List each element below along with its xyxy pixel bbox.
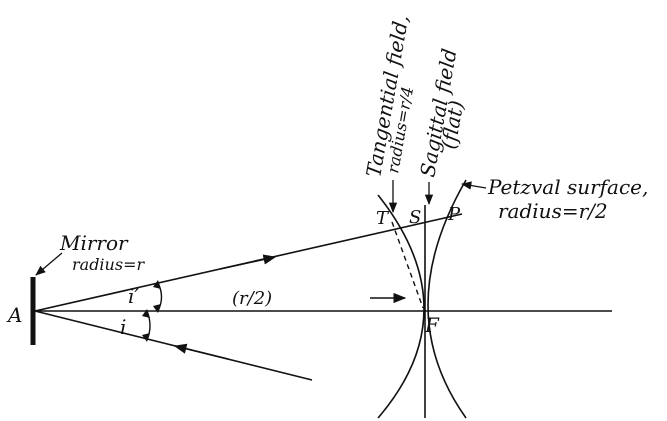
label-petzval-2: radius=r/2 bbox=[498, 199, 608, 223]
reflected-ray bbox=[34, 310, 313, 381]
label-p: P bbox=[447, 204, 461, 225]
incoming-ray-arrow bbox=[219, 254, 277, 270]
label-i-prime: i′ bbox=[128, 284, 139, 308]
t-to-f-dashed bbox=[391, 221, 424, 309]
label-petzval-1: Petzval surface, bbox=[487, 175, 648, 199]
label-a: A bbox=[6, 303, 22, 327]
reflected-ray-arrow bbox=[173, 343, 229, 360]
label-half-radius: (r/2) bbox=[232, 288, 272, 309]
angle-arc-i-arrowhead-bottom bbox=[142, 333, 150, 342]
tangential-field-curve bbox=[377, 194, 425, 419]
angle-arc-i-prime-arrowhead-bottom bbox=[153, 304, 161, 313]
label-f: F bbox=[424, 313, 440, 337]
angle-arc-i-prime-arrowhead bbox=[153, 280, 161, 289]
mirror-pointer bbox=[35, 252, 63, 276]
petzval-surface-curve bbox=[427, 179, 467, 419]
label-s: S bbox=[409, 207, 421, 228]
label-i: i bbox=[120, 315, 126, 339]
label-mirror: Mirror bbox=[59, 231, 129, 255]
label-mirror-radius: radius=r bbox=[72, 255, 145, 274]
label-t: T bbox=[376, 208, 390, 229]
petzval-pointer bbox=[460, 181, 487, 190]
angle-arc-i-arrowhead bbox=[142, 309, 150, 318]
